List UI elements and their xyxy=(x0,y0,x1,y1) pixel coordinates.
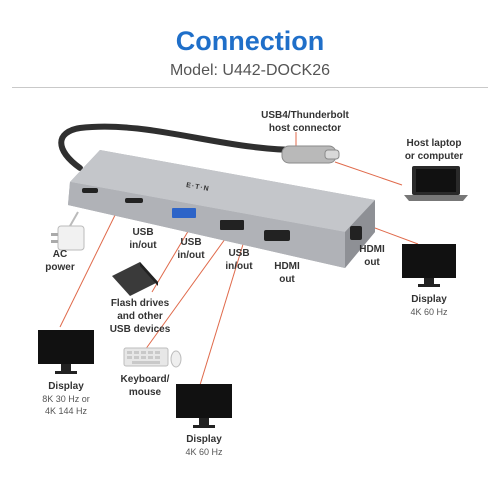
label-keyboard-mouse: Keyboard/mouse xyxy=(120,374,170,398)
mouse-icon xyxy=(170,350,182,368)
flash-drive-icon xyxy=(112,262,158,296)
leader-flash xyxy=(151,227,191,293)
leader-keyboard xyxy=(144,227,234,351)
ac-plug-icon xyxy=(51,211,85,251)
leader-display-left xyxy=(59,204,121,328)
hdmi-port-side xyxy=(350,226,362,240)
usba-port-1 xyxy=(172,208,196,218)
pd-usbc-port xyxy=(82,188,98,193)
dock-top xyxy=(70,150,375,232)
monitor-left-icon xyxy=(38,330,94,374)
spec-display-bottom: 4K 60 Hz xyxy=(185,447,223,457)
spec-display-right: 4K 60 Hz xyxy=(410,307,448,317)
usba-port-2 xyxy=(220,220,244,230)
host-cable xyxy=(58,123,303,171)
monitor-bottom-icon xyxy=(176,384,232,428)
leader-display-bottom xyxy=(199,227,249,386)
leader-hdmi-side xyxy=(374,227,419,245)
divider xyxy=(12,87,488,88)
hdmi-port-front xyxy=(264,230,290,241)
page-title: Connection xyxy=(175,26,325,56)
leader-host-laptop xyxy=(334,161,403,186)
model-subtitle: Model: U442-DOCK26 xyxy=(169,62,331,79)
label-display-right: Display xyxy=(411,294,447,305)
monitor-right-icon xyxy=(402,244,456,287)
keyboard-icon xyxy=(123,347,169,367)
label-display-left: Display xyxy=(48,381,84,392)
usbc-port-1 xyxy=(125,198,143,203)
laptop-icon xyxy=(404,166,468,201)
label-display-bottom: Display xyxy=(186,434,222,445)
